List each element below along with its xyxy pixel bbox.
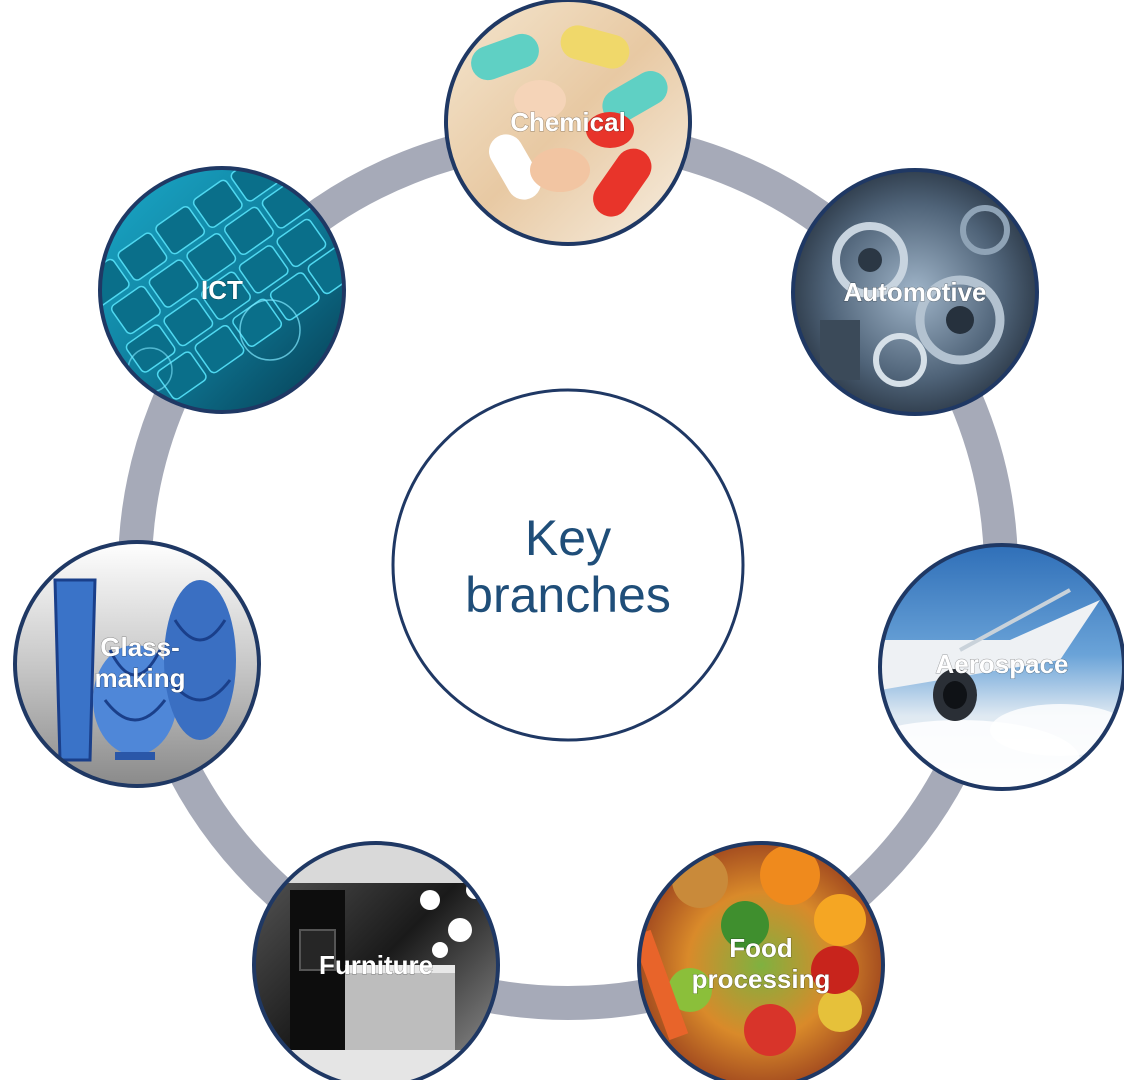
glass-label-line-1: Glass- [100, 632, 180, 662]
aerospace-label: Aerospace [936, 649, 1069, 679]
ict-circle-border [98, 166, 346, 414]
chemical-label: Chemical [510, 107, 626, 137]
center-node: Key branches [391, 388, 745, 742]
food-label-line-1: Food [729, 933, 793, 963]
branch-glass-making: Glass- making [13, 540, 261, 788]
branch-food-processing: Food processing [637, 841, 885, 1080]
engine-photo [793, 170, 1037, 414]
center-circle [391, 388, 745, 742]
glass-circle-border [13, 540, 261, 788]
branch-automotive: Automotive [791, 168, 1039, 416]
branch-chemical: Chemical [444, 0, 692, 246]
center-label-line-2: branches [465, 567, 671, 623]
branch-aerospace: Aerospace [878, 543, 1124, 791]
vases-photo [15, 542, 259, 786]
pills-photo [446, 0, 690, 244]
automotive-circle-border [791, 168, 1039, 416]
food-label-line-2: processing [692, 964, 831, 994]
furniture-label: Furniture [319, 950, 433, 980]
branch-furniture: Furniture [252, 841, 500, 1080]
aerospace-circle-border [878, 543, 1124, 791]
glass-label-line-2: making [94, 663, 185, 693]
ict-label: ICT [201, 275, 243, 305]
chemical-circle-border [444, 0, 692, 246]
branch-ict: ICT [98, 166, 346, 414]
food-circle-border [637, 841, 885, 1080]
center-label-line-1: Key [525, 510, 611, 566]
vegetables-photo [639, 843, 883, 1080]
furniture-circle-border [252, 841, 500, 1080]
automotive-label: Automotive [844, 277, 987, 307]
